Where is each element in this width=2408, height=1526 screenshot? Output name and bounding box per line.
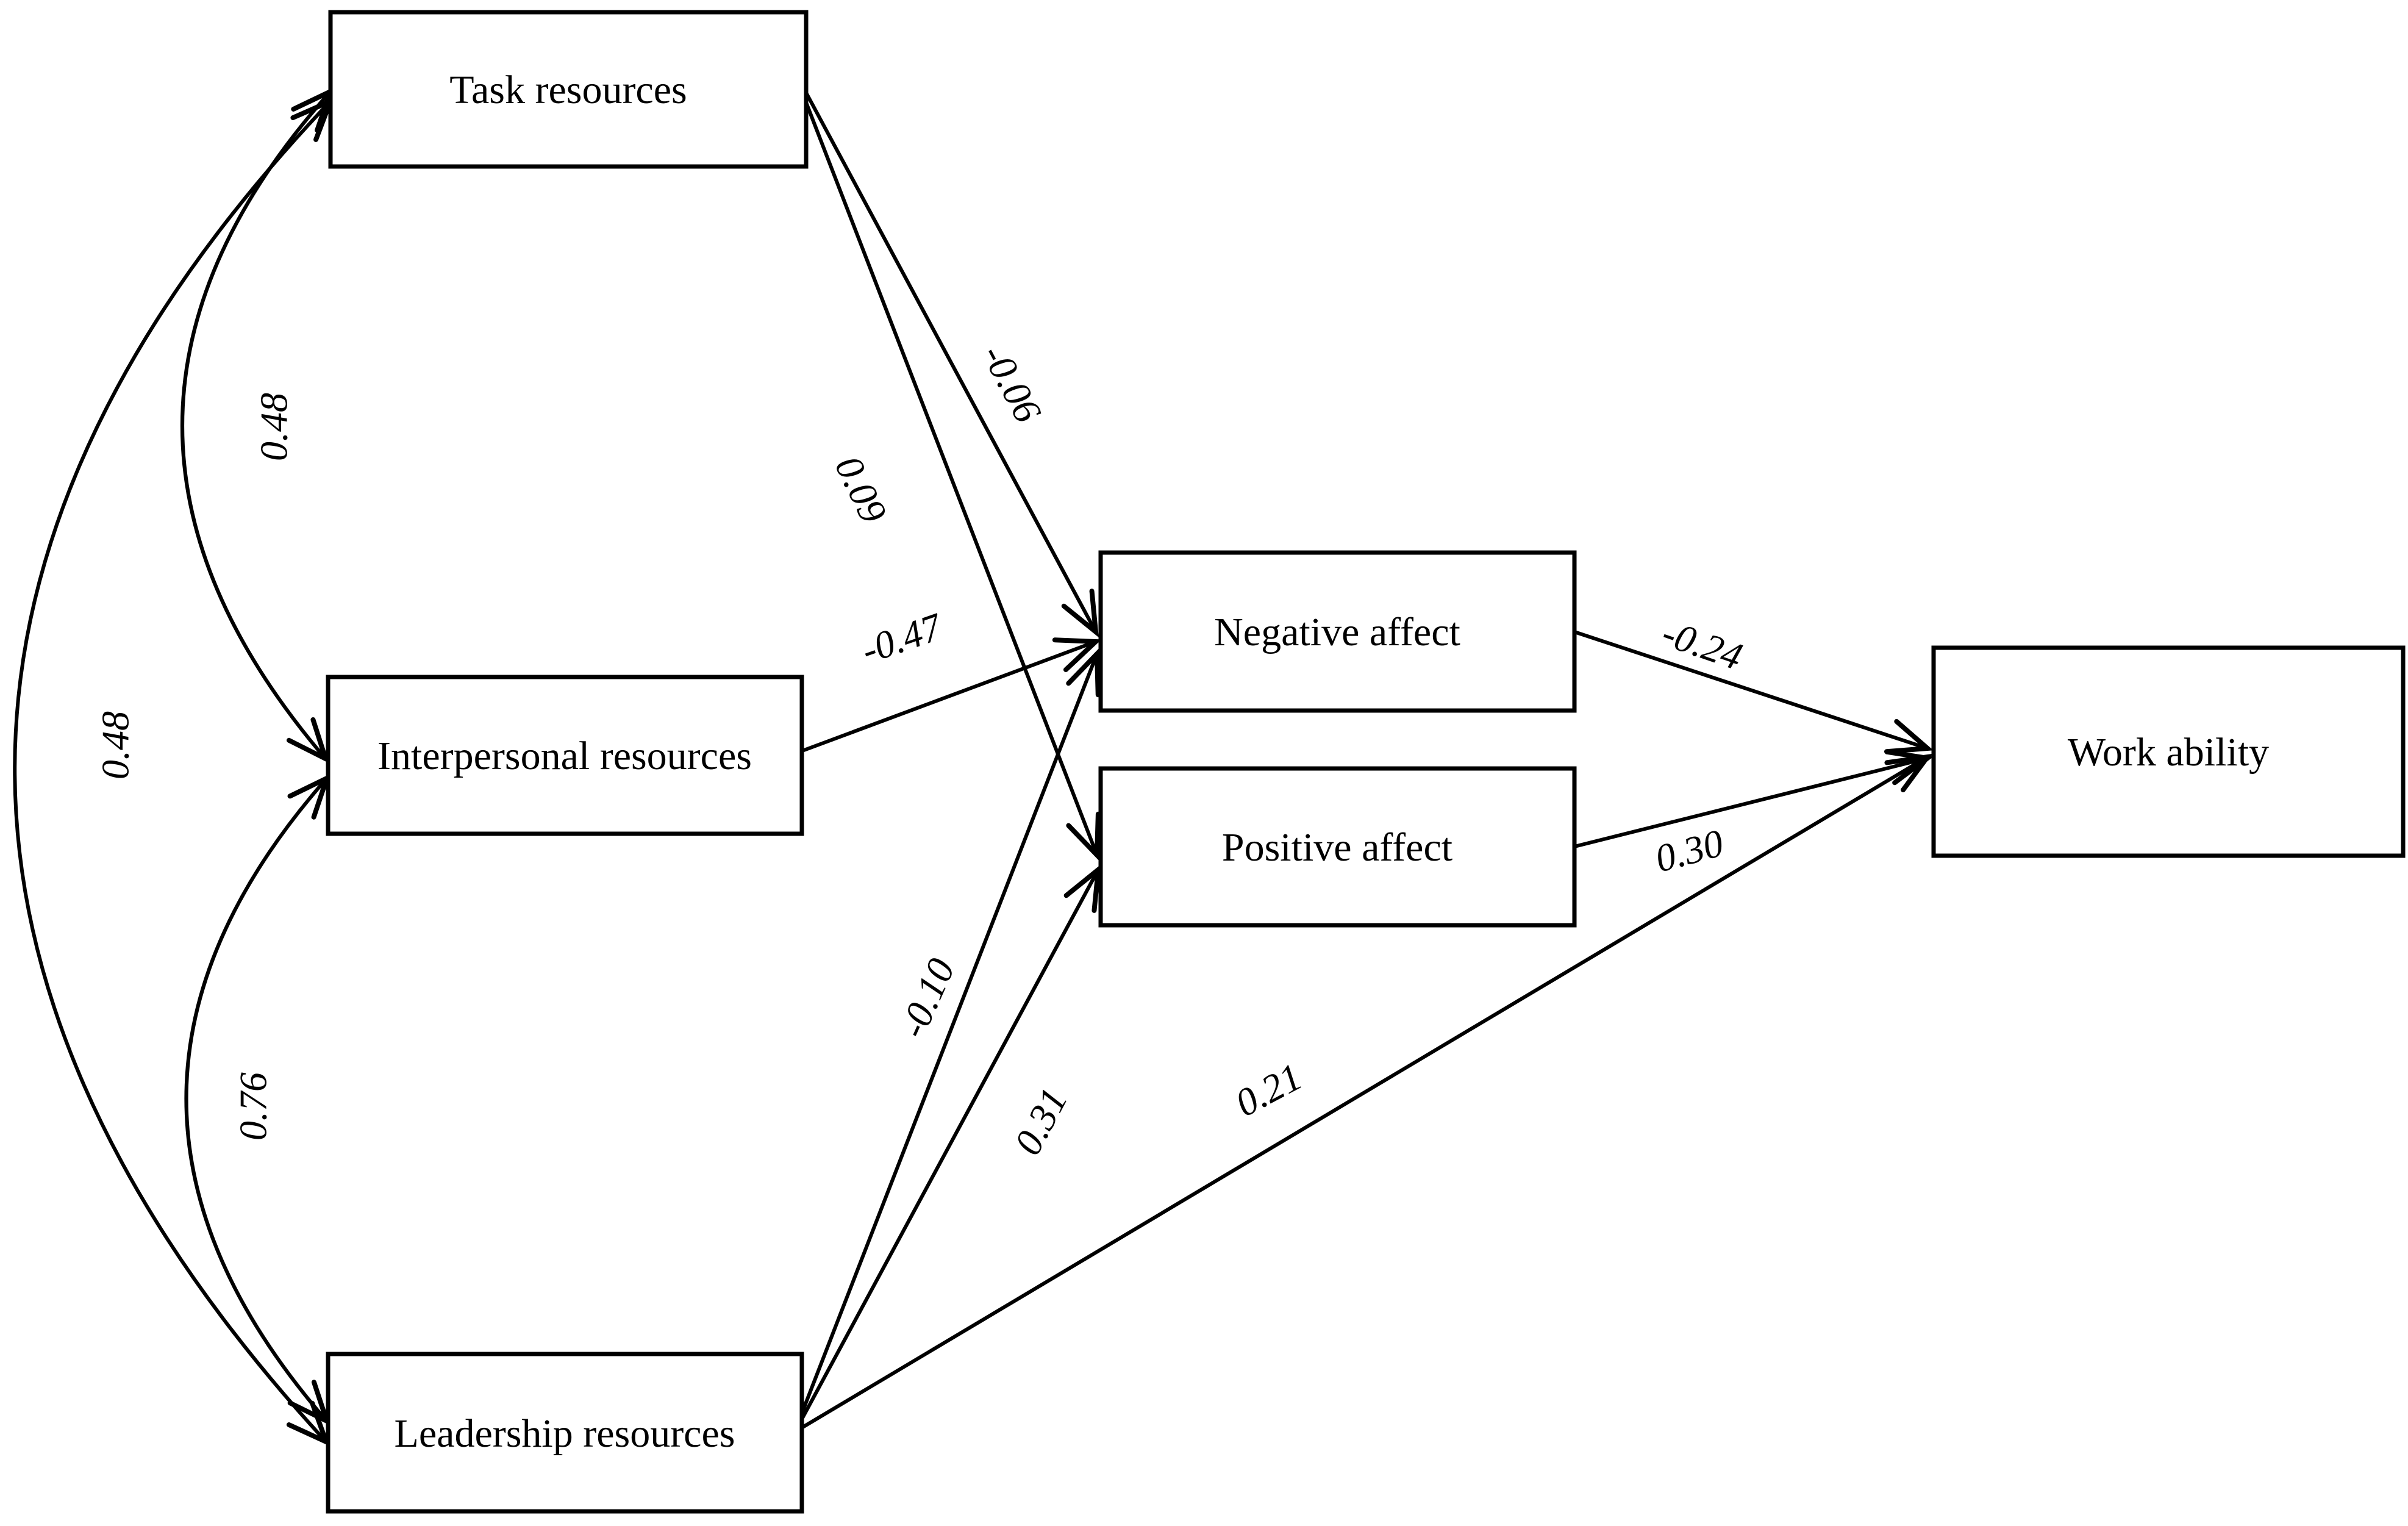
coef-positive-work: 0.30 — [1651, 821, 1728, 881]
node-task-resources-label: Task resources — [449, 68, 687, 112]
node-task-resources: Task resources — [328, 10, 809, 169]
covariance-task-interpersonal-arrow — [180, 87, 335, 764]
coef-task-leadership: 0.48 — [93, 711, 137, 779]
path-interpersonal-to-negative-arrow — [799, 637, 1102, 753]
structural-paths — [797, 91, 1934, 1430]
node-leadership-resources-label: Leadership resources — [395, 1411, 735, 1456]
covariance-task-leadership-arrow — [13, 96, 335, 1447]
node-task-resources-box — [328, 10, 809, 169]
coef-interpersonal-leadership: 0.76 — [231, 1072, 274, 1141]
node-interpersonal-resources: Interpersonal resources — [326, 675, 804, 836]
coef-leadership-work: 0.21 — [1228, 1055, 1309, 1125]
coef-task-positive: 0.09 — [827, 449, 896, 529]
node-negative-affect-label: Negative affect — [1214, 610, 1460, 654]
path-negative-to-work-arrow — [1574, 630, 1934, 754]
node-positive-affect-label: Positive affect — [1222, 825, 1452, 870]
node-work-ability: Work ability — [1931, 645, 2406, 858]
coef-negative-work: -0.24 — [1657, 611, 1748, 679]
coef-leadership-positive: 0.31 — [1006, 1081, 1076, 1161]
node-work-ability-label: Work ability — [2068, 730, 2269, 775]
covariance-arrows — [13, 87, 335, 1447]
node-interpersonal-resources-box — [326, 675, 804, 836]
node-interpersonal-resources-label: Interpersonal resources — [377, 734, 752, 778]
node-leadership-resources-box — [326, 1352, 804, 1514]
coef-task-interpersonal: 0.48 — [252, 393, 295, 461]
path-positive-to-work-arrow — [1574, 749, 1934, 848]
coef-task-negative: -0.06 — [974, 337, 1050, 429]
node-positive-affect-box — [1098, 766, 1577, 928]
node-leadership-resources: Leadership resources — [326, 1352, 804, 1514]
node-work-ability-box — [1931, 645, 2406, 858]
path-leadership-to-negative-arrow — [797, 648, 1101, 1422]
path-task-to-negative-arrow — [804, 91, 1099, 638]
coef-interpersonal-negative: -0.47 — [856, 604, 949, 673]
path-leadership-to-work-arrow — [799, 753, 1933, 1430]
path-task-to-positive-arrow — [804, 101, 1101, 861]
covariance-interpersonal-leadership-arrow — [184, 773, 331, 1426]
node-positive-affect: Positive affect — [1098, 766, 1577, 928]
node-negative-affect-box — [1098, 550, 1577, 713]
path-leadership-to-positive-arrow — [797, 864, 1101, 1426]
node-negative-affect: Negative affect — [1098, 550, 1577, 713]
